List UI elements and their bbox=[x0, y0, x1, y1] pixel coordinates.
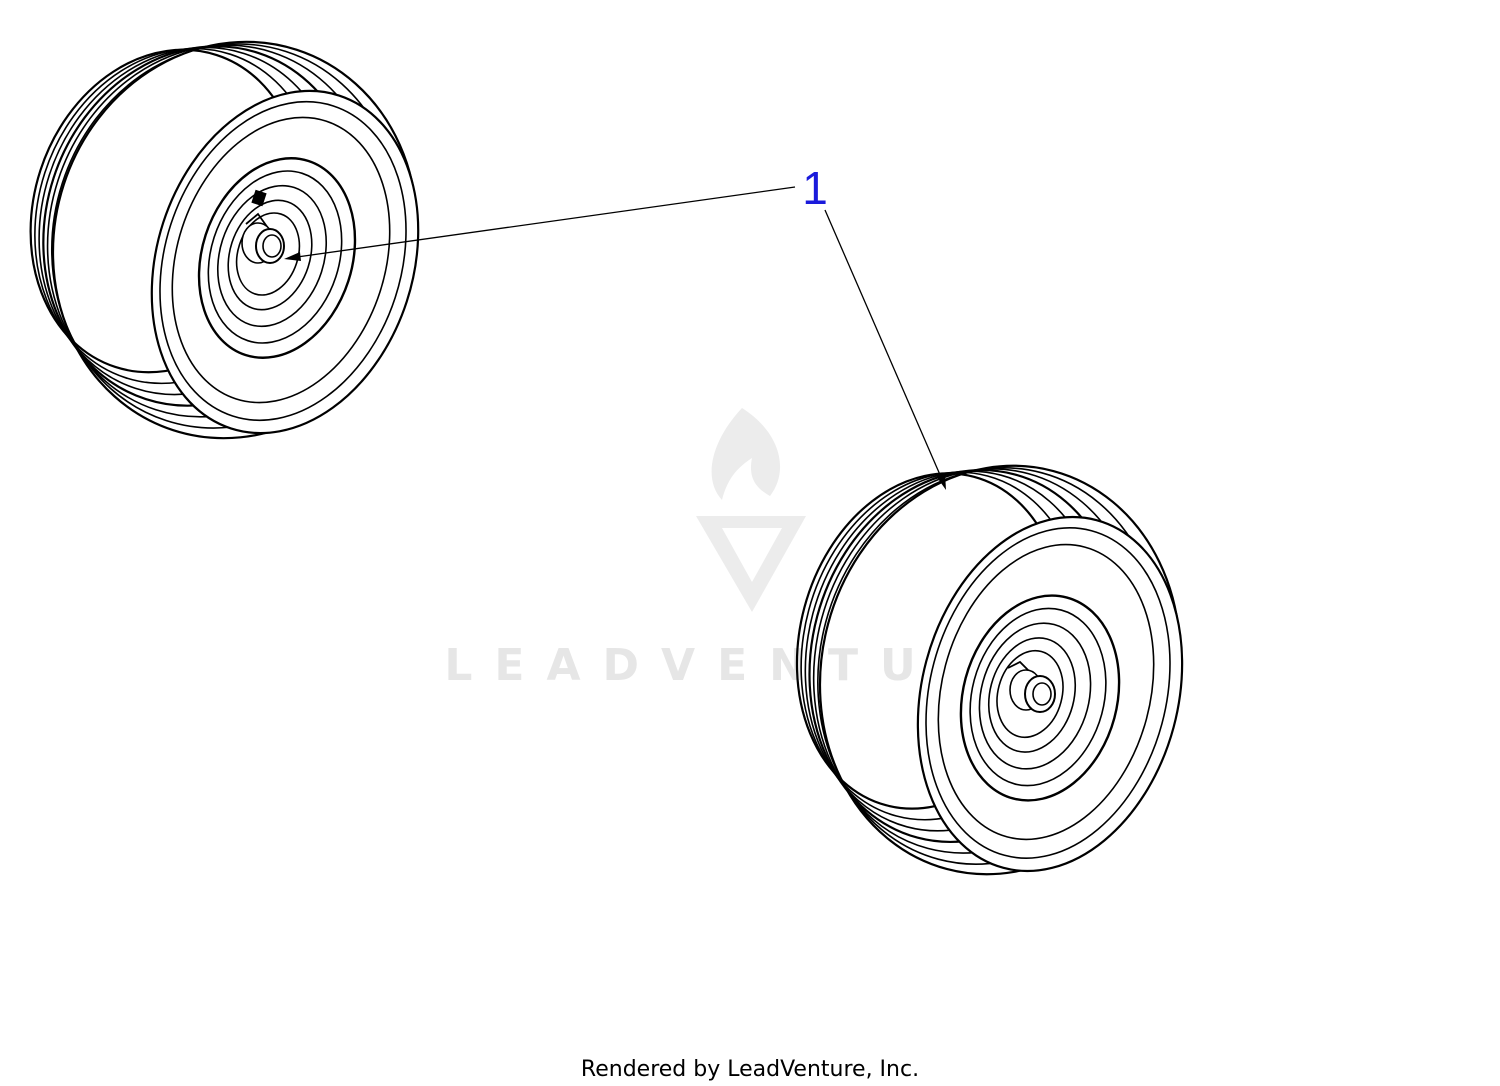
callout-number[interactable]: 1 bbox=[802, 162, 828, 214]
wheel-rim bbox=[959, 594, 1121, 802]
wheel-assembly-left bbox=[29, 40, 420, 440]
leader-line-left bbox=[289, 186, 796, 259]
leader-arrowhead-left bbox=[284, 252, 301, 261]
flame-v-logo-icon bbox=[696, 408, 806, 612]
leader-lines bbox=[284, 186, 946, 490]
axle-hub bbox=[1007, 660, 1056, 713]
tire-sidewall bbox=[150, 89, 420, 435]
leader-arrowhead-right bbox=[936, 473, 946, 490]
wheel-rim bbox=[197, 157, 357, 359]
wheel-assembly-right bbox=[795, 464, 1184, 876]
leader-line-right bbox=[824, 209, 945, 485]
footer-credit: Rendered by LeadVenture, Inc. bbox=[581, 1057, 919, 1082]
axle-hub bbox=[241, 189, 285, 264]
